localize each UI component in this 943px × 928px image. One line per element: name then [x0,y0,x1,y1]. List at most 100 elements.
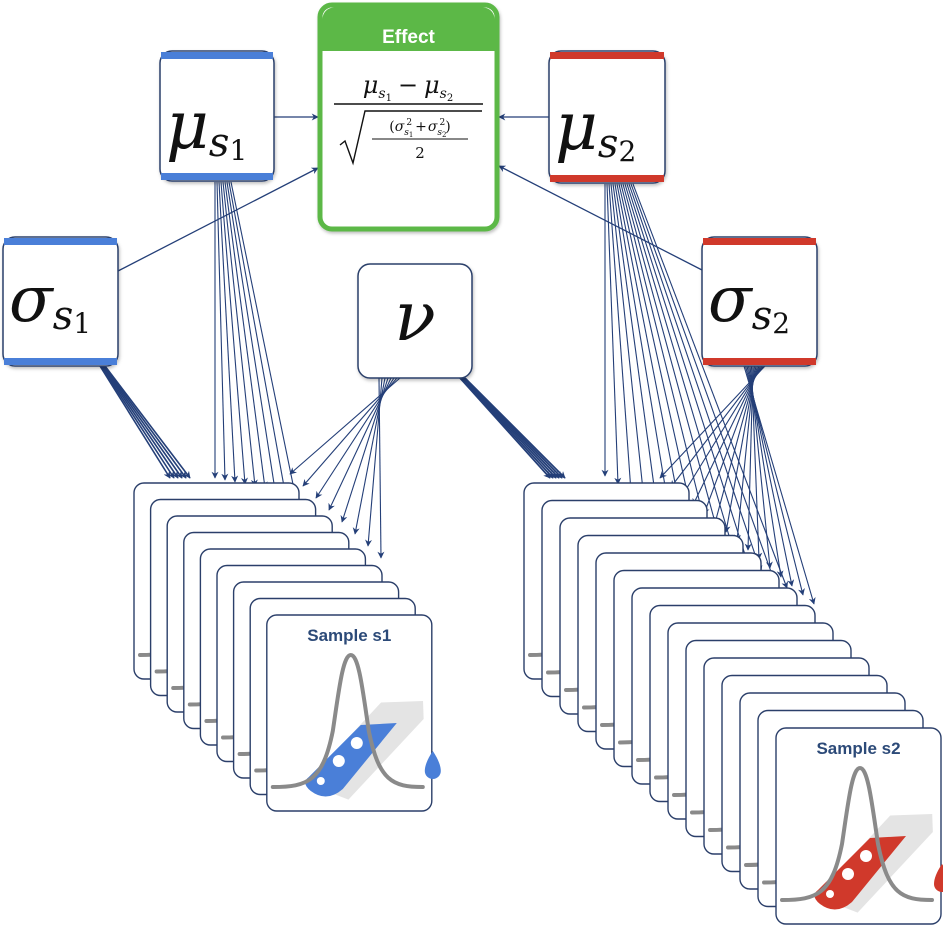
arrow-sigma2-sample [692,365,761,506]
arrow-mu2-sample [606,183,622,485]
sigma-s1-subsub: 1 [73,307,91,340]
svg-text:σs1: σs1 [9,263,91,340]
sample-s2-tube-icon [814,814,943,913]
effect-num-minus: − [398,71,418,99]
effect-den-sq1: 2 [406,118,412,128]
mu-s2-sub: s [598,121,619,167]
arrow-mu2-sample [624,183,737,557]
arrow-mu2-sample [620,183,711,541]
arrow-sigma2-sample [670,365,764,488]
effect-num-mu2-subsub: 2 [447,93,453,104]
sigma-s2-node: σs2 [701,236,818,367]
arrow-mu2-sample [610,183,647,501]
mu-s1-node: μs1 [159,50,275,182]
svg-text:σs2: σs2 [708,263,790,340]
sigma-s1-symbol: σ [9,263,55,337]
effect-den-sq2: 2 [440,118,446,128]
sample-s1-title: Sample s1 [307,626,391,645]
arrow-nu-sample-s2 [460,377,554,479]
arrow-sigma1-sample [103,365,187,479]
mu-s2-symbol: μ [555,88,598,165]
effect-numerator: μs1−μs2 [363,71,453,104]
effect-den-close-paren: ) [445,119,450,135]
arrow-mu2-sample [612,183,660,509]
effect-den-sigma1-subsub: 1 [409,131,413,139]
arrow-mu2-sample [618,183,699,533]
arrow-sigma2-sample [659,365,766,479]
sample-s1-tube-icon [305,701,441,800]
arrow-nu-sample-s2 [461,377,557,479]
arrow-nu-sample-s2 [463,377,563,479]
arrow-nu-sample [377,377,385,559]
effect-num-mu1-subsub: 1 [386,93,392,104]
arrow-mu1-sample [218,181,239,483]
arrow-nu-sample-s2 [464,377,566,479]
arrow-mu2-sample [616,183,686,525]
arrow-mu1-sample [222,181,258,487]
mu-s1-symbol: μ [166,87,209,164]
arrow-mu2-sample [630,183,776,581]
svg-text:μs1: μs1 [166,87,247,167]
arrow-sigma2-sample [723,365,757,533]
nu-symbol: ν [394,278,435,357]
effect-title: Effect [382,27,435,48]
sample-s2-card: Sample s2 [775,727,943,925]
effect-den-sigma2-subsub: 2 [442,131,446,139]
arrow-mu1-sample [230,181,298,495]
effect-den-plus: + [415,119,427,135]
arrow-sigma2-sample [702,365,760,515]
effect-den-sigma1: σ [395,119,405,135]
arrow-mu2-sample [626,183,750,565]
sample-s1-stack: Sample s1 [133,482,441,812]
svg-text:μs2: μs2 [555,88,636,168]
effect-node: Effect μs1−μs2 (σs12+σs22) 2 [317,2,500,232]
effect-num-mu1: μ [363,71,379,99]
arrow-sigma1-sample [100,365,175,479]
arrow-sigma2-sample [743,365,816,605]
effect-num-mu1-sub: s [378,86,385,102]
mu-s2-subsub: 2 [618,135,636,168]
effect-denominator-sum: (σs12+σs22) [389,118,450,139]
sigma-s2-subsub: 2 [772,307,790,340]
arrow-mu1-sample [216,181,229,481]
effect-den-sigma2: σ [428,119,438,135]
arrow-sigma1-sample [102,365,183,479]
effect-den-sigma2-sub: s [437,128,442,138]
sample-s1-drop-icon [424,751,441,779]
effect-sqrt-sign [339,110,482,166]
sample-s1-bell-curve [270,652,425,789]
arrow-mu2-sample [614,183,673,517]
effect-den-open-paren: ( [389,119,394,135]
sample-s1-card: Sample s1 [266,614,441,812]
arrow-sigma2-sample [681,365,763,497]
effect-den-sigma1-sub: s [404,128,409,138]
sample-s2-title: Sample s2 [816,739,900,758]
arrow-sigma1-sample [104,365,191,479]
arrow-mu2-sample [608,183,635,493]
mu-s1-sub: s [209,120,230,166]
dependency-arrows [99,113,816,605]
arrow-mu1-sample [224,181,268,489]
arrow-sigma2-sample [713,365,759,524]
arrow-sigma2-sample [734,365,756,542]
sigma-s2-symbol: σ [708,263,754,337]
arrow-sigma1-sample [99,365,171,479]
arrow-mu2-sample [628,183,763,573]
effect-num-mu2: μ [424,71,440,99]
mu-s2-node: μs2 [548,50,666,184]
arrow-sigma1-sample [101,365,179,479]
arrow-mu2-sample [622,183,724,549]
effect-den-two: 2 [415,144,425,162]
sigma-s2-sub: s [752,293,773,339]
nu-node: ν [357,263,473,379]
arrow-mu2-sample [632,183,789,589]
mu-s1-subsub: 1 [229,134,247,167]
sample-s2-bell-curve [780,765,934,902]
arrow-mu1-sample [220,181,248,485]
sample-s2-drop-icon [934,864,943,892]
arrow-sigma2-effect [498,165,703,271]
effect-num-mu2-sub: s [440,86,447,102]
arrow-nu-sample-s2 [462,377,560,479]
arrow-mu1-sample [226,181,278,491]
